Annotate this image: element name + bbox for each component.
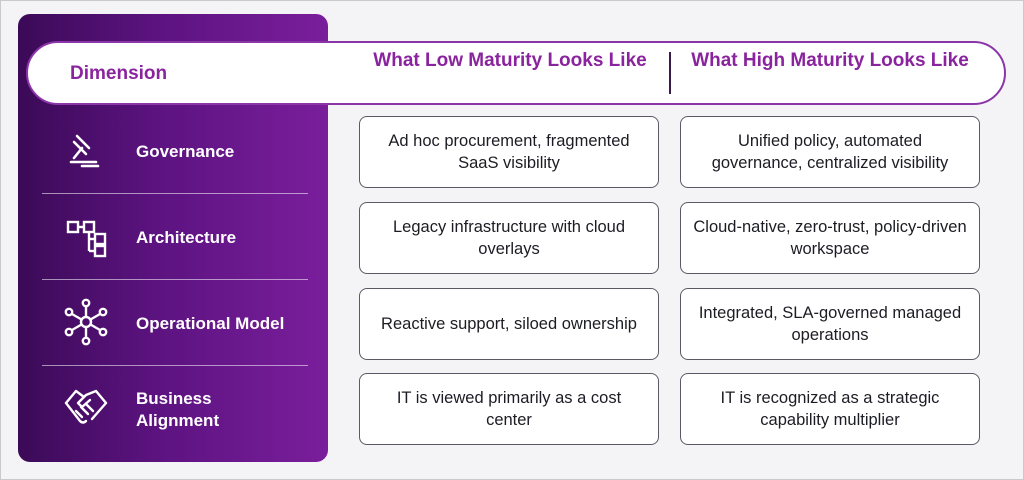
cell-business-high: IT is recognized as a strategic capabili… — [680, 373, 980, 445]
header-high-maturity: What High Maturity Looks Like — [691, 50, 969, 71]
header-dimension: Dimension — [70, 63, 168, 84]
row-divider — [42, 279, 308, 280]
cell-operational-low: Reactive support, siloed ownership — [359, 288, 659, 360]
cell-architecture-low: Legacy infrastructure with cloud overlay… — [359, 202, 659, 274]
cell-governance-low: Ad hoc procurement, fragmented SaaS visi… — [359, 116, 659, 188]
header-bar — [26, 41, 1006, 105]
cell-operational-high: Integrated, SLA-governed managed operati… — [680, 288, 980, 360]
row-label-operational-model: Operational Model — [136, 314, 285, 333]
cell-governance-high: Unified policy, automated governance, ce… — [680, 116, 980, 188]
gavel-icon — [69, 134, 100, 168]
row-label-governance: Governance — [136, 142, 235, 161]
header-low-maturity: What Low Maturity Looks Like — [373, 50, 647, 71]
handshake-icon — [64, 389, 108, 424]
network-hub-icon — [64, 298, 108, 346]
row-divider — [42, 365, 308, 366]
row-divider — [42, 193, 308, 194]
hierarchy-icon — [66, 220, 107, 258]
cell-architecture-high: Cloud-native, zero-trust, policy-driven … — [680, 202, 980, 274]
cell-business-low: IT is viewed primarily as a cost center — [359, 373, 659, 445]
header-separator — [669, 52, 671, 94]
row-label-architecture: Architecture — [136, 228, 237, 247]
row-label-business-alignment: Business Alignment — [136, 389, 220, 430]
